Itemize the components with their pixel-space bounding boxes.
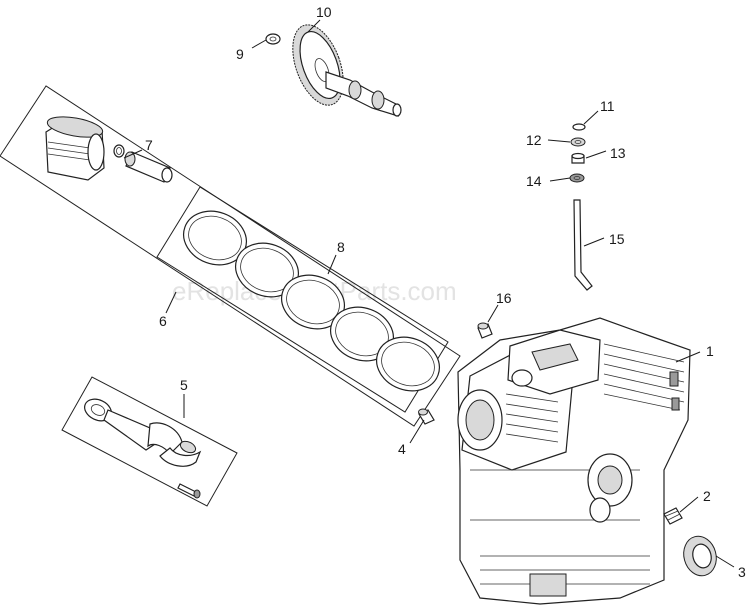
dowel-pin-part-4[interactable] <box>418 408 435 425</box>
piston-pin[interactable] <box>124 151 173 183</box>
pin-retainer-part-7[interactable] <box>113 144 125 158</box>
camshaft-gear-part-10[interactable] <box>283 18 402 117</box>
washer-part-9[interactable] <box>265 33 281 45</box>
callout-2: 2 <box>703 488 711 504</box>
callout-5: 5 <box>180 377 188 393</box>
piston-assembly-frame <box>0 85 461 427</box>
rings-frame <box>156 186 449 413</box>
keeper-part-11[interactable] <box>572 123 586 131</box>
connecting-rod-frame <box>61 376 238 507</box>
callout-3: 3 <box>738 564 746 580</box>
callout-15: 15 <box>609 231 625 247</box>
callout-16: 16 <box>496 290 512 306</box>
seal-part-12[interactable] <box>570 137 586 147</box>
callout-6: 6 <box>159 313 167 329</box>
callout-4: 4 <box>398 441 406 457</box>
callout-7: 7 <box>145 137 153 153</box>
plug-part-2[interactable] <box>663 507 683 525</box>
washer-part-14[interactable] <box>569 173 585 183</box>
oil-seal-part-3[interactable] <box>679 533 720 580</box>
callout-9: 9 <box>236 46 244 62</box>
dowel-pin-part-16[interactable] <box>477 322 493 339</box>
callout-13: 13 <box>610 145 626 161</box>
piston[interactable] <box>45 113 105 181</box>
callout-12: 12 <box>526 132 542 148</box>
piston-rings-part-8[interactable] <box>176 203 447 400</box>
connecting-rod-part-5[interactable] <box>81 395 202 499</box>
crankcase-part-1[interactable] <box>457 317 691 605</box>
spacer-part-13[interactable] <box>571 152 585 164</box>
callout-11: 11 <box>600 98 615 114</box>
dipstick-part-15[interactable] <box>573 199 593 291</box>
callout-8: 8 <box>337 239 345 255</box>
callout-14: 14 <box>526 173 542 189</box>
callout-10: 10 <box>316 4 332 20</box>
leader-lines <box>123 19 735 568</box>
callout-1: 1 <box>706 343 714 359</box>
